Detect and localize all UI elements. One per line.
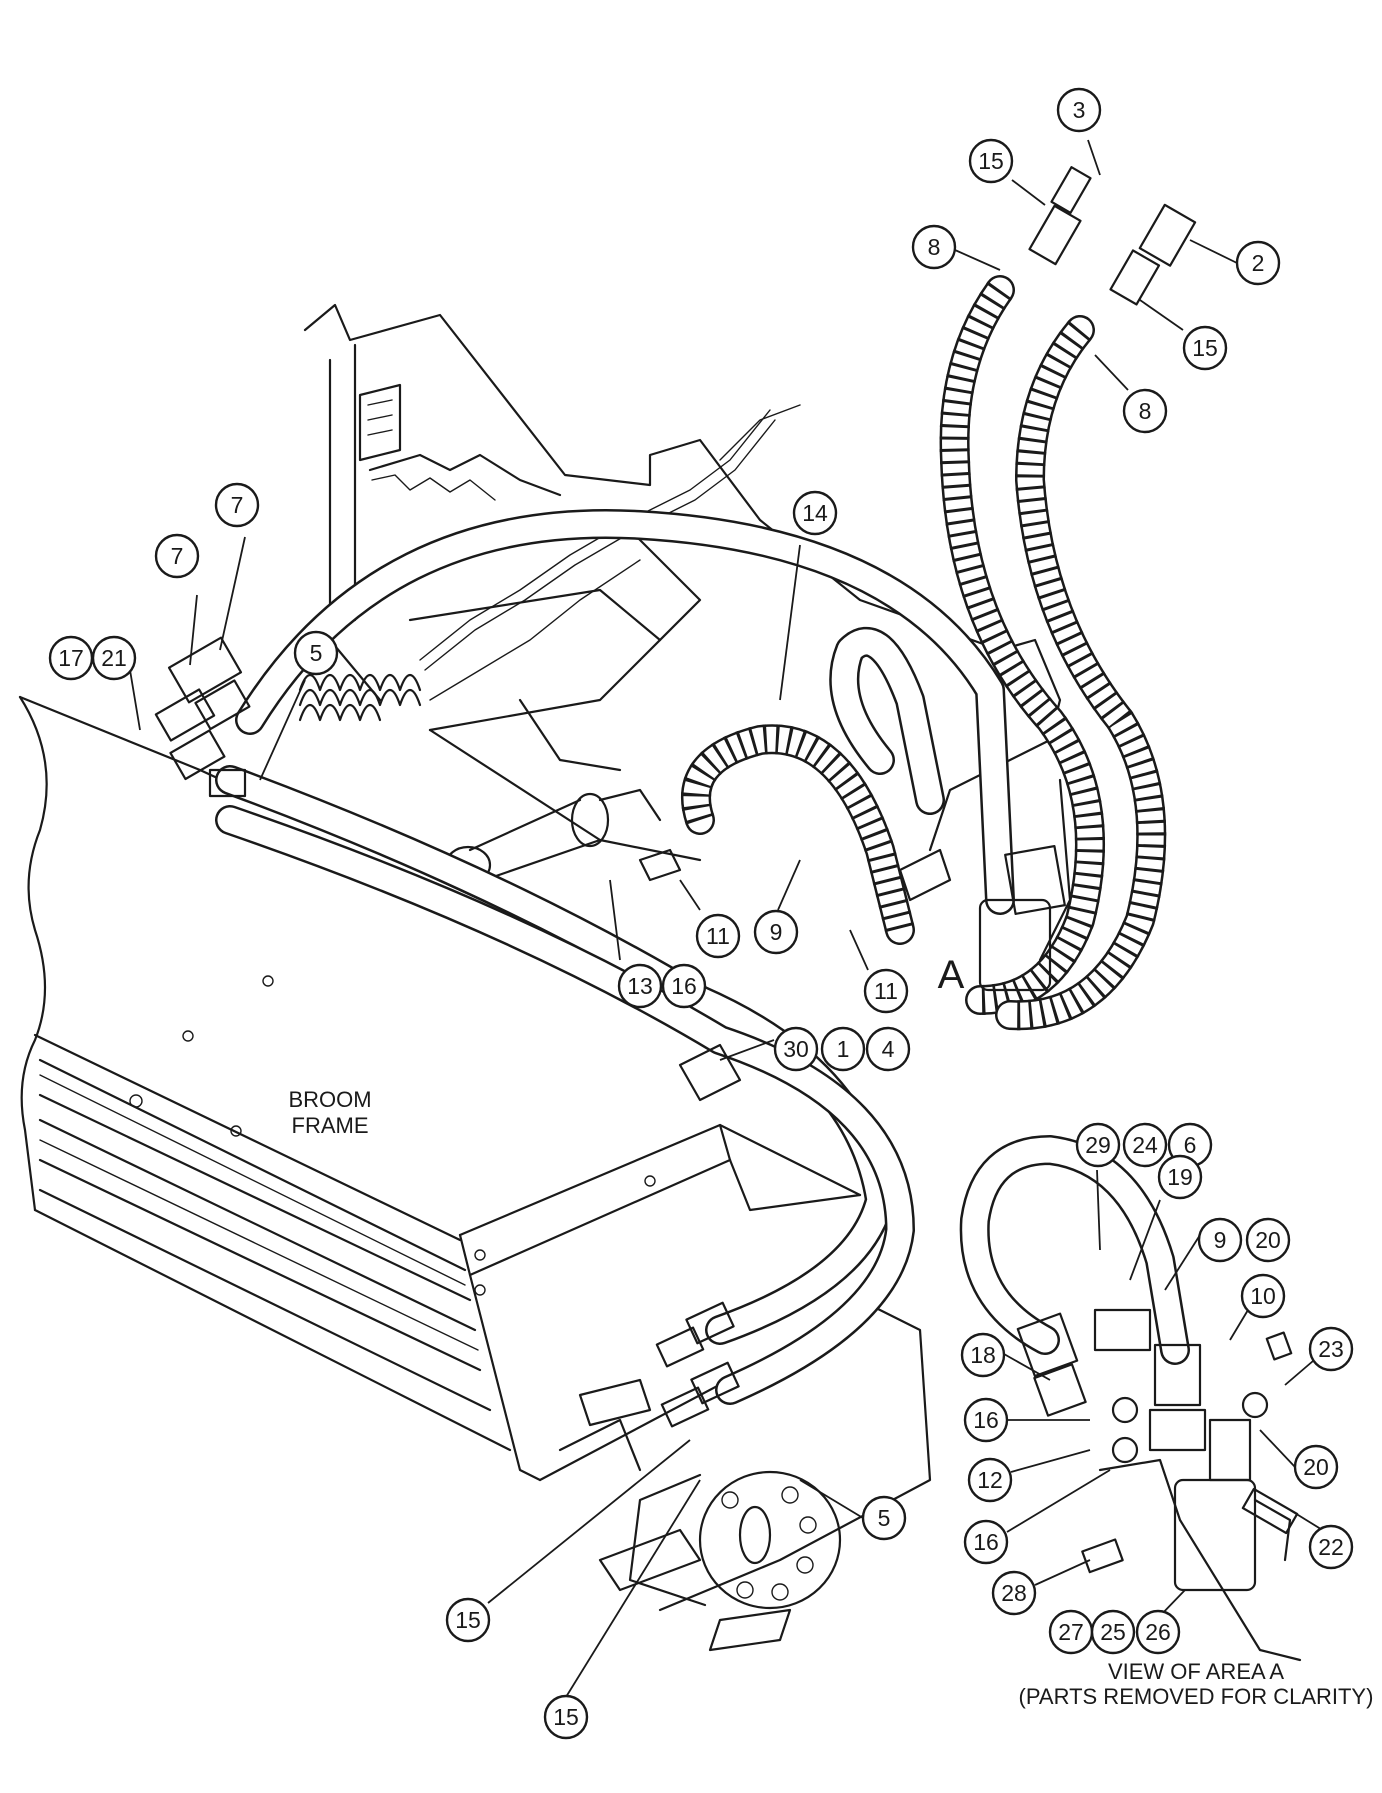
callout-15: 15 [543,1694,589,1740]
svg-text:17: 17 [58,645,84,671]
svg-text:12: 12 [977,1467,1003,1493]
callout-18: 18 [960,1332,1006,1378]
callout-9: 9 [1197,1217,1243,1263]
broom-frame-label-line2: FRAME [292,1113,369,1138]
callout-27: 27 [1048,1609,1094,1655]
svg-text:8: 8 [928,234,941,260]
callout-23: 23 [1308,1326,1354,1372]
callout-15: 15 [445,1597,491,1643]
callout-13: 13 [617,963,663,1009]
callout-5: 5 [861,1495,907,1541]
svg-text:27: 27 [1058,1619,1084,1645]
callout-28: 28 [991,1570,1037,1616]
callout-16: 16 [963,1519,1009,1565]
broom-frame [18,695,932,1652]
callout-7: 7 [154,533,200,579]
callout-3: 3 [1056,87,1102,133]
spring [298,673,422,722]
svg-text:11: 11 [706,923,730,949]
svg-text:14: 14 [802,500,828,526]
svg-text:22: 22 [1318,1534,1344,1560]
callout-25: 25 [1090,1609,1136,1655]
callout-9: 9 [753,909,799,955]
callout-12: 12 [967,1457,1013,1503]
svg-text:30: 30 [783,1036,809,1062]
svg-text:28: 28 [1001,1580,1027,1606]
callout-26: 26 [1135,1609,1181,1655]
svg-text:7: 7 [171,543,184,569]
svg-text:1: 1 [837,1036,850,1062]
svg-text:15: 15 [1192,335,1218,361]
callout-20: 20 [1293,1444,1339,1490]
callout-8: 8 [911,224,957,270]
callout-7: 7 [214,482,260,528]
svg-text:5: 5 [310,640,323,666]
svg-text:26: 26 [1145,1619,1171,1645]
svg-text:18: 18 [970,1342,996,1368]
callout-2: 2 [1235,240,1281,286]
svg-text:23: 23 [1318,1336,1344,1362]
svg-text:3: 3 [1073,97,1086,123]
leader-lines [129,139,1351,1698]
svg-text:20: 20 [1303,1454,1329,1480]
svg-text:10: 10 [1250,1283,1276,1309]
callout-24: 24 [1122,1122,1168,1168]
svg-text:8: 8 [1139,398,1152,424]
left-fittings [154,636,251,798]
callout-15: 15 [1182,325,1228,371]
callout-11: 11 [695,913,741,959]
callout-4: 4 [865,1026,911,1072]
svg-text:19: 19 [1167,1164,1193,1190]
svg-text:11: 11 [874,978,898,1004]
svg-text:15: 15 [455,1607,481,1633]
callout-14: 14 [792,490,838,536]
callout-8: 8 [1122,388,1168,434]
svg-text:16: 16 [973,1529,999,1555]
callout-15: 15 [968,138,1014,184]
callout-5: 5 [293,630,339,676]
broom-frame-label-line1: BROOM [288,1087,371,1112]
callout-10: 10 [1240,1273,1286,1319]
svg-text:21: 21 [101,645,127,671]
svg-text:13: 13 [627,973,653,999]
callout-11: 11 [863,968,909,1014]
callout-1: 1 [820,1026,866,1072]
callout-20: 20 [1245,1217,1291,1263]
callout-29: 29 [1075,1122,1121,1168]
cylinder-hoses [638,627,952,945]
svg-text:20: 20 [1255,1227,1281,1253]
view-caption-line2: (PARTS REMOVED FOR CLARITY) [1019,1684,1374,1709]
callout-19: 19 [1157,1154,1203,1200]
svg-text:16: 16 [671,973,697,999]
callout-17: 17 [48,635,94,681]
svg-text:2: 2 [1252,250,1265,276]
svg-text:7: 7 [231,492,244,518]
view-a-inset [959,1135,1302,1662]
svg-text:24: 24 [1132,1132,1158,1158]
callout-22: 22 [1308,1524,1354,1570]
svg-text:16: 16 [973,1407,999,1433]
wrapped-hoses [939,166,1197,1031]
callout-21: 21 [91,635,137,681]
svg-text:9: 9 [770,919,783,945]
svg-text:25: 25 [1100,1619,1126,1645]
svg-text:29: 29 [1085,1132,1111,1158]
area-a-marker: A [938,953,965,997]
callout-16: 16 [963,1397,1009,1443]
view-caption-line1: VIEW OF AREA A [1108,1659,1284,1684]
svg-text:9: 9 [1214,1227,1227,1253]
svg-text:4: 4 [882,1036,895,1062]
svg-text:15: 15 [978,148,1004,174]
svg-text:6: 6 [1184,1132,1197,1158]
svg-text:5: 5 [878,1505,891,1531]
svg-text:15: 15 [553,1704,579,1730]
callout-16: 16 [661,963,707,1009]
callout-30: 30 [773,1026,819,1072]
